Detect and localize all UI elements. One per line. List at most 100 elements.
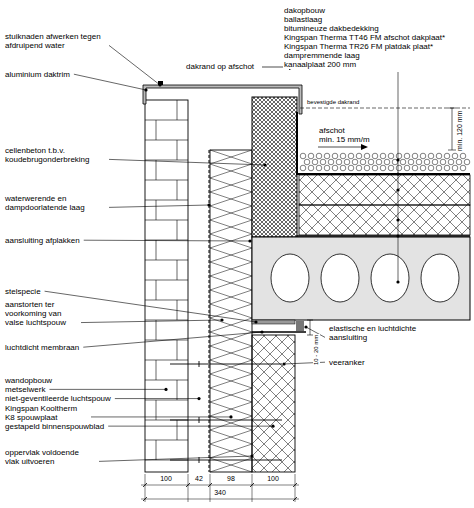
brick-course bbox=[145, 320, 188, 321]
leader-line bbox=[91, 416, 231, 417]
tapered-insulation bbox=[299, 175, 470, 205]
slab-core bbox=[421, 254, 459, 302]
leader-dot bbox=[197, 397, 200, 400]
dimension-line bbox=[310, 320, 311, 335]
annotation-label: min. 120 mm bbox=[456, 110, 464, 152]
leader-dot bbox=[207, 203, 210, 206]
gravel-stone bbox=[412, 165, 418, 171]
annotation-label: wandopbouw bbox=[4, 376, 53, 385]
gravel-stone bbox=[388, 165, 394, 171]
brick-joint bbox=[156, 240, 157, 260]
annotation-label: ballastlaag bbox=[283, 15, 323, 24]
gravel-stone bbox=[428, 165, 434, 171]
gravel-stone bbox=[328, 159, 334, 165]
cavity-insulation bbox=[210, 150, 252, 472]
dimension-line bbox=[141, 499, 299, 500]
dimension-tick bbox=[293, 497, 297, 501]
extension-line bbox=[145, 474, 146, 502]
gravel-stone bbox=[356, 165, 362, 171]
brick-joint bbox=[156, 360, 157, 380]
gravel-stone bbox=[396, 165, 402, 171]
gravel-stone bbox=[456, 159, 462, 165]
leader-line bbox=[84, 240, 250, 242]
slab-core bbox=[321, 254, 359, 302]
slab-core bbox=[371, 254, 409, 302]
leader-line bbox=[108, 426, 273, 427]
leader-dot bbox=[271, 425, 274, 428]
arrow-head bbox=[361, 144, 368, 150]
annotation-label: Kingspan Therma TT46 FM afschot dakplaat… bbox=[283, 33, 446, 42]
extension-line bbox=[252, 474, 253, 502]
brick-joint bbox=[156, 200, 157, 220]
annotation-label: Kingspan Kooltherm K8 spouwplaat bbox=[4, 404, 88, 422]
gravel-stone bbox=[364, 153, 370, 159]
gravel-stone bbox=[380, 153, 386, 159]
brick-joint bbox=[156, 320, 157, 340]
gravel-stone bbox=[324, 153, 330, 159]
annotation-label: dampremmende laag bbox=[283, 51, 361, 60]
leader-dot bbox=[260, 330, 263, 333]
gravel-stone bbox=[444, 165, 450, 171]
gravel-stone bbox=[384, 159, 390, 165]
mortar-bed bbox=[252, 320, 295, 324]
leader-dot bbox=[229, 415, 232, 418]
brick-joint bbox=[177, 380, 178, 400]
gravel-stone bbox=[308, 165, 314, 171]
gravel-stone bbox=[372, 165, 378, 171]
leader-line bbox=[109, 45, 160, 85]
brick-course bbox=[145, 440, 188, 441]
brick-joint bbox=[156, 440, 157, 460]
leader-line bbox=[109, 205, 209, 207]
gravel-stone bbox=[404, 153, 410, 159]
leader-dot bbox=[263, 163, 266, 166]
annotation-label: cellenbeton t.b.v. koudebrugonderbreking bbox=[4, 146, 106, 164]
brick-joint bbox=[177, 220, 178, 240]
brick-course bbox=[145, 260, 188, 261]
gravel-stone bbox=[332, 153, 338, 159]
leader-line bbox=[115, 398, 199, 399]
gravel-stone bbox=[460, 153, 466, 159]
brick-course bbox=[145, 200, 188, 201]
gravel-stone bbox=[452, 165, 458, 171]
gravel-stone bbox=[452, 153, 458, 159]
extension-line bbox=[295, 474, 296, 502]
leader-dot bbox=[144, 88, 147, 91]
flat-insulation bbox=[299, 205, 470, 235]
gravel-stone bbox=[400, 159, 406, 165]
wall-tie bbox=[170, 420, 282, 421]
gravel-stone bbox=[424, 159, 430, 165]
brick-course bbox=[145, 160, 188, 161]
gravel-stone bbox=[408, 159, 414, 165]
gravel-stone bbox=[372, 153, 378, 159]
annotation-label: metselwerk bbox=[4, 385, 46, 394]
brick-joint bbox=[177, 260, 178, 280]
gravel-stone bbox=[436, 153, 442, 159]
gravel-stone bbox=[308, 153, 314, 159]
dimension-tick bbox=[448, 108, 456, 109]
dimension-tick bbox=[307, 320, 313, 321]
leader-line bbox=[81, 320, 222, 323]
leader-dot bbox=[254, 320, 257, 323]
brick-course bbox=[145, 120, 188, 121]
brick-course bbox=[145, 300, 188, 301]
insulation-zigzag bbox=[210, 150, 252, 472]
annotation-label: veeranker bbox=[328, 358, 366, 367]
gravel-stone bbox=[436, 165, 442, 171]
extension-line bbox=[188, 474, 189, 502]
dimension-value: 42 bbox=[194, 475, 204, 483]
roof-leader bbox=[398, 72, 399, 282]
gravel-stone bbox=[364, 165, 370, 171]
gravel-stone bbox=[320, 159, 326, 165]
leader-line bbox=[99, 456, 252, 461]
gravel-stone bbox=[380, 165, 386, 171]
gravel-stone bbox=[376, 159, 382, 165]
leader-dot bbox=[396, 280, 399, 283]
gravel-stone bbox=[360, 159, 366, 165]
brick-joint bbox=[156, 280, 157, 300]
gravel-stone bbox=[340, 153, 346, 159]
leader-line bbox=[74, 74, 146, 90]
gravel-stone bbox=[316, 165, 322, 171]
